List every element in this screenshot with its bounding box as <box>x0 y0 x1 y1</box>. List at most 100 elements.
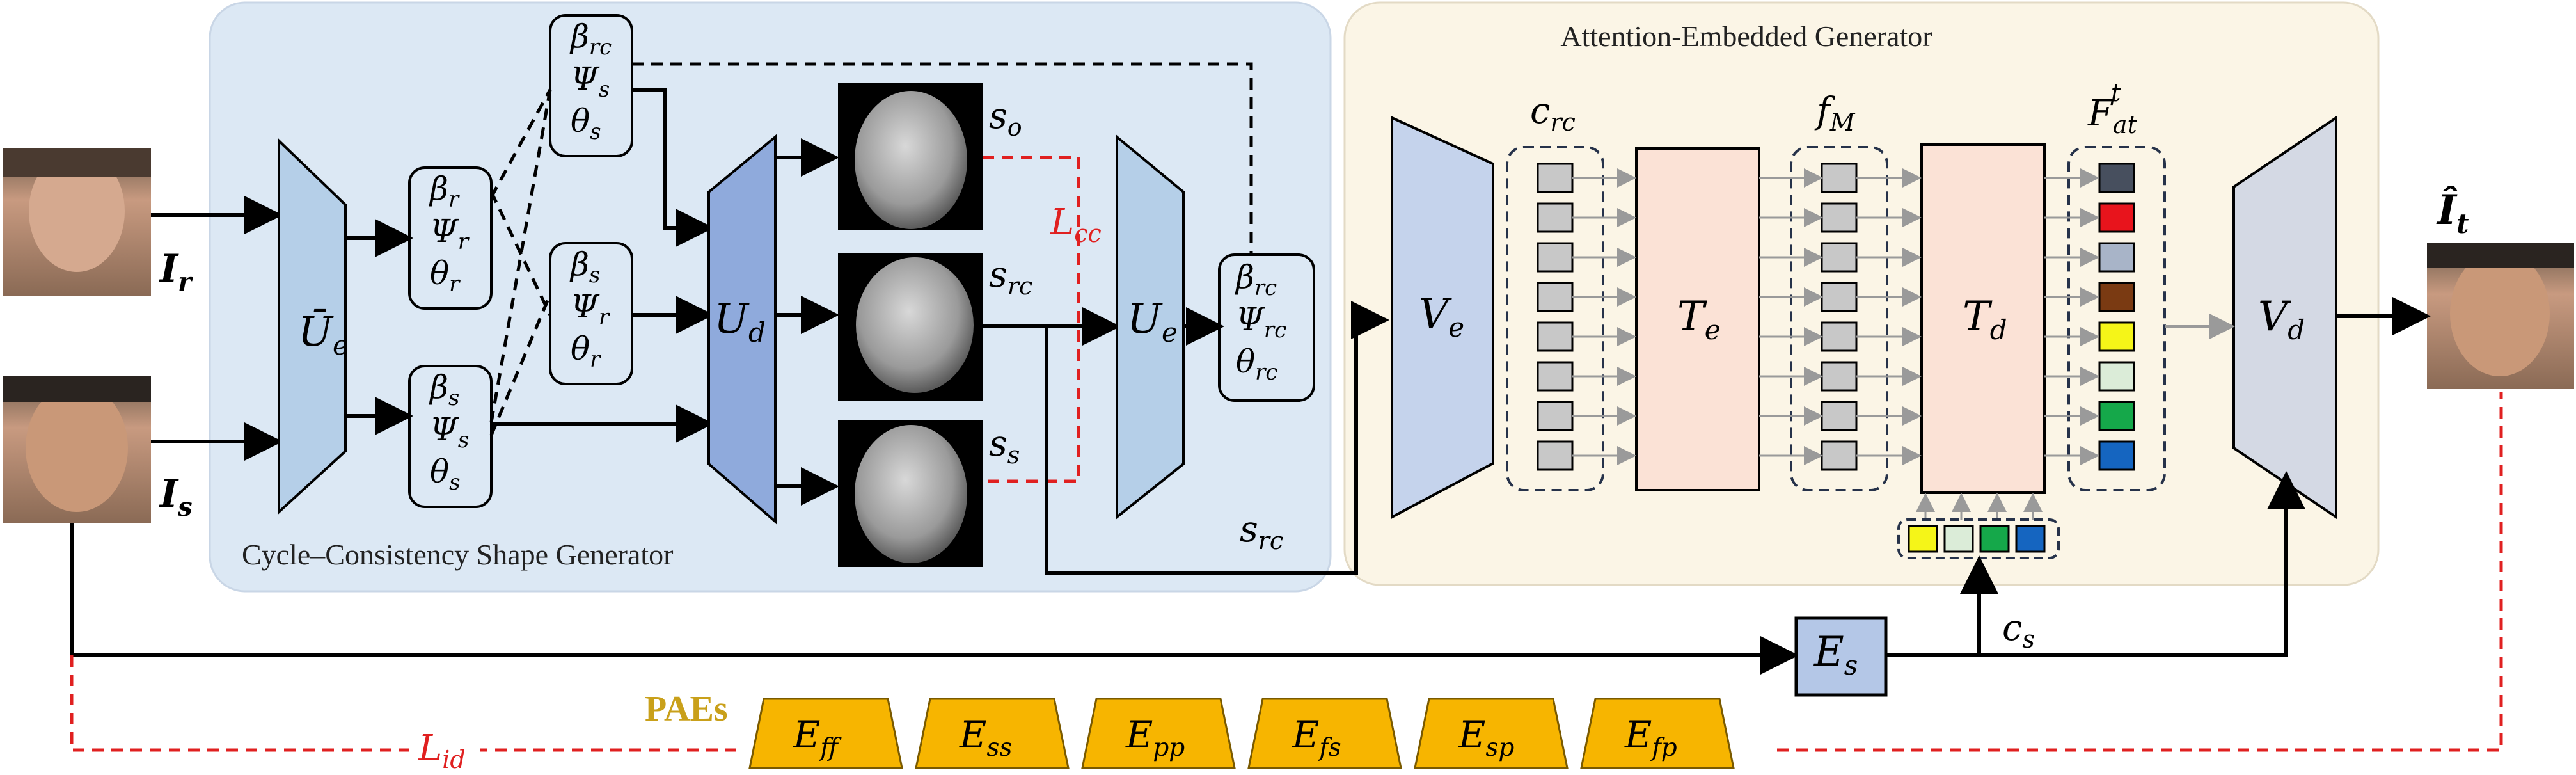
cs-token-1 <box>1943 525 1974 553</box>
cs-tokens <box>1908 525 2046 553</box>
pae-encoder-label-1: Ess <box>959 713 1012 762</box>
pae-encoder-label-3: Efs <box>1292 713 1341 762</box>
param-mix_mid-2: θr <box>571 330 601 372</box>
fat-token-4 <box>2098 321 2135 352</box>
param-src-1: Ψs <box>430 411 469 453</box>
transformer-encoder <box>1635 147 1760 491</box>
lcc-loss-line <box>983 156 1080 483</box>
fat-token-6 <box>2098 401 2135 431</box>
param-ref-1: Ψr <box>430 212 470 255</box>
cycle-feedback-line <box>632 62 1253 253</box>
pae-encoder-label-5: Efp <box>1624 713 1677 762</box>
fat-sup-label: t <box>2111 79 2121 107</box>
crc-token-5 <box>1537 361 1574 392</box>
encoder-ue <box>1116 134 1185 520</box>
crc-token-1 <box>1537 202 1574 233</box>
fat-label: Fat <box>2087 93 2138 139</box>
fm-token-7 <box>1821 440 1858 471</box>
encoder-ue-bar <box>278 138 347 515</box>
fat-tokens <box>2098 163 2135 471</box>
param-ref-0: βr <box>429 170 460 212</box>
shape-so-label: so <box>989 95 1022 141</box>
paes-title: PAEs <box>645 689 728 729</box>
decoder-ud <box>707 134 777 525</box>
fm-token-column <box>1790 146 1888 491</box>
param-cycle-1: Ψrc <box>1236 301 1286 343</box>
decoder-ud-label: Ud <box>714 296 766 348</box>
param-mix_top-2: θs <box>571 102 601 145</box>
fm-token-4 <box>1821 321 1858 352</box>
token-flow-arrows <box>1572 168 2099 520</box>
fat-token-3 <box>2098 282 2135 312</box>
shape-generator-title: Cycle–Consistency Shape Generator <box>242 538 673 571</box>
encoder-ve <box>1391 115 1494 520</box>
pae-encoder-5: Efp <box>1580 698 1735 769</box>
crc-token-7 <box>1537 440 1574 471</box>
decoder-vd <box>2232 115 2337 520</box>
cs-label: cs <box>2002 607 2035 653</box>
transformer-decoder <box>1920 143 2046 494</box>
reference-face-image <box>3 148 151 296</box>
pae-encoder-1: Ess <box>915 698 1070 769</box>
fat-token-2 <box>2098 242 2135 273</box>
shape-ss-render <box>838 420 983 567</box>
pae-encoder-label-2: Epp <box>1125 713 1185 762</box>
pae-encoder-3: Efs <box>1247 698 1402 769</box>
cs-token-2 <box>1979 525 2010 553</box>
shape-ss-label: ss <box>989 423 1020 469</box>
crc-token-column <box>1506 146 1604 491</box>
crc-label: crc <box>1530 90 1576 136</box>
encoder-ue-label: Ue <box>1127 296 1178 348</box>
source-face-image <box>3 376 151 523</box>
fm-token-0 <box>1821 163 1858 193</box>
lid-label-bg <box>409 730 480 771</box>
pae-encoder-0: Eff <box>748 698 903 769</box>
es-to-vd-path <box>1886 471 2305 657</box>
fat-token-5 <box>2098 361 2135 392</box>
fm-token-2 <box>1821 242 1858 273</box>
crc-token-2 <box>1537 242 1574 273</box>
fat-token-7 <box>2098 440 2135 471</box>
fm-label: fM <box>1814 90 1856 136</box>
transformer-decoder-label: Td <box>1963 293 2007 346</box>
output-label: Ît <box>2436 186 2469 239</box>
fat-token-0 <box>2098 163 2135 193</box>
lid-loss-line-right <box>1777 392 2503 752</box>
crc-token-4 <box>1537 321 1574 352</box>
lid-loss-label: Lid <box>418 728 466 774</box>
fm-token-6 <box>1821 401 1858 431</box>
decoder-vd-label: Vd <box>2258 293 2305 346</box>
attention-generator-title: Attention-Embedded Generator <box>1560 20 1932 52</box>
encoder-ue-bar-label: Ūe <box>298 308 349 361</box>
fm-token-5 <box>1821 361 1858 392</box>
fat-token-column <box>2067 146 2166 491</box>
shape-so-render <box>838 83 983 230</box>
crc-token-3 <box>1537 282 1574 312</box>
shape-src-render <box>838 253 983 401</box>
param-mix_top-0: βrc <box>569 18 612 60</box>
cs-token-3 <box>2015 525 2046 553</box>
param-cycle-2: θrc <box>1236 343 1277 385</box>
shape-src-label: src <box>989 254 1032 300</box>
cs-token-0 <box>1908 525 1938 553</box>
pae-encoder-2: Epp <box>1081 698 1236 769</box>
reference-input-label: Ir <box>159 246 193 297</box>
encoder-ve-label: Ve <box>1419 291 1464 343</box>
output-face-image <box>2427 243 2574 389</box>
param-mixing-lines <box>489 88 552 436</box>
source-input-label: Is <box>159 472 193 522</box>
param-src-2: θs <box>430 453 461 495</box>
lid-loss-line-left <box>70 655 736 752</box>
fm-token-3 <box>1821 282 1858 312</box>
lcc-loss-label: Lcc <box>1050 202 1102 248</box>
param-mix_top-1: Ψs <box>571 60 610 102</box>
